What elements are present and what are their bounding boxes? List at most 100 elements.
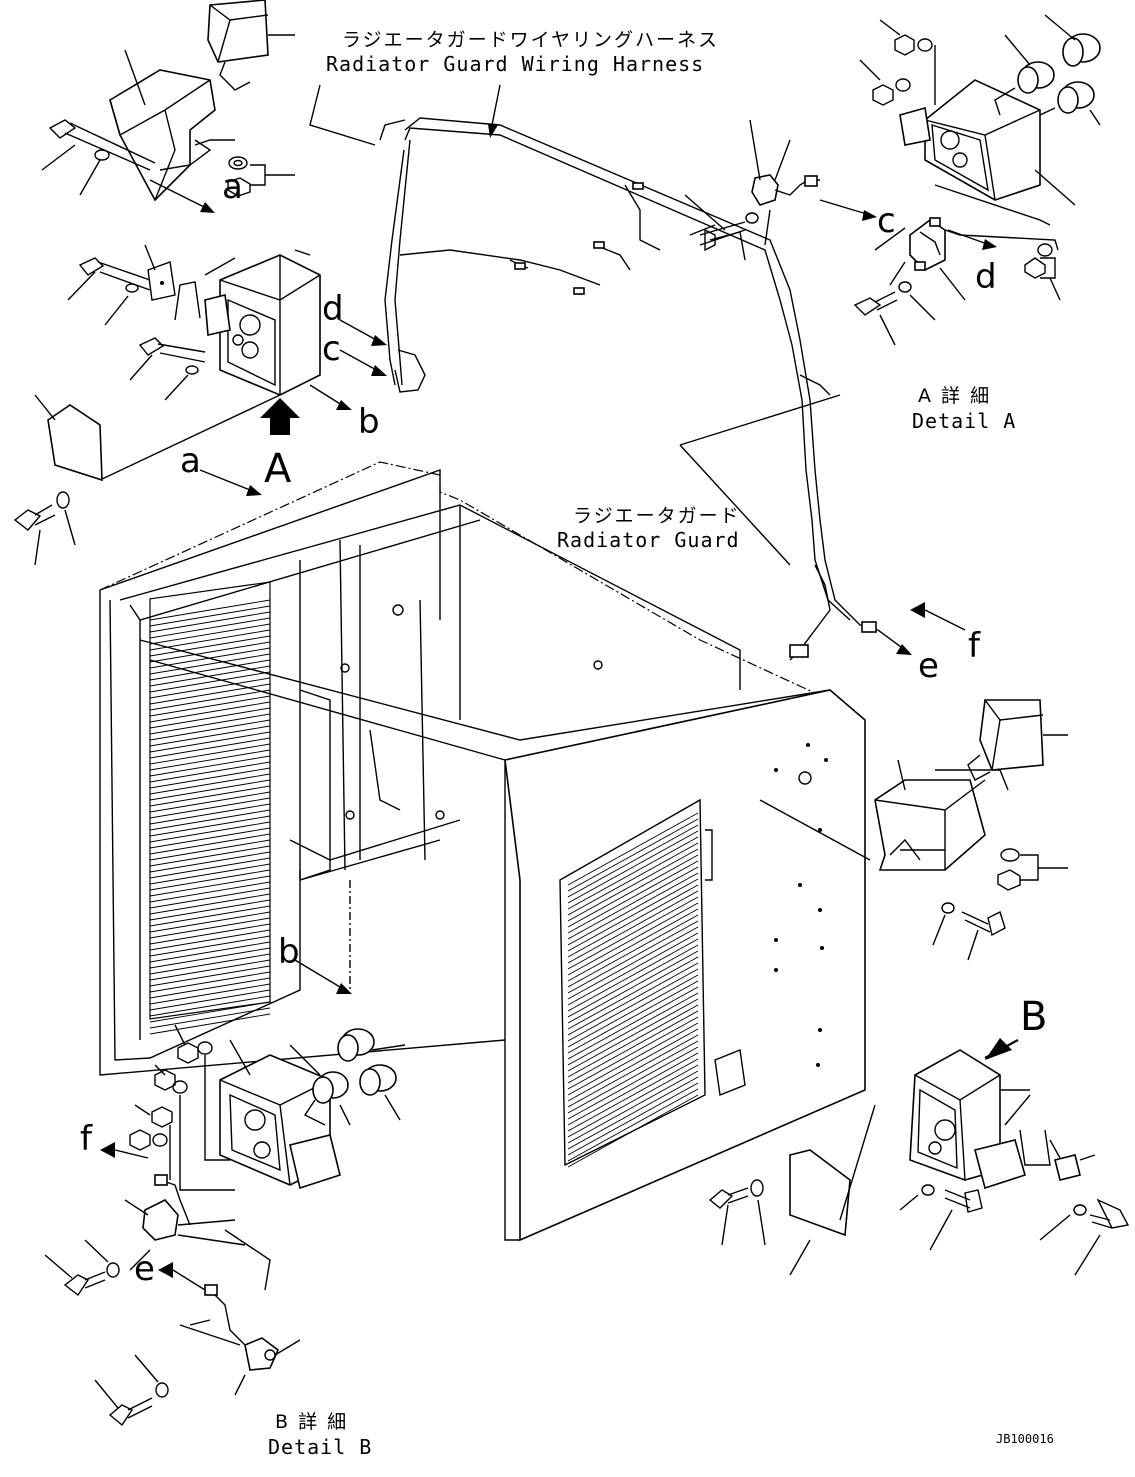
grille-slat <box>567 878 699 952</box>
grille-slat <box>567 962 699 1036</box>
ref-e-right: e <box>918 646 939 686</box>
reference-arrows <box>100 84 997 1291</box>
grille-slat <box>567 1004 699 1078</box>
grille-slat <box>149 1013 271 1035</box>
ref-c-harness: c <box>322 329 341 369</box>
grille-slat <box>149 737 271 759</box>
grille-slat <box>149 713 271 735</box>
guard-label-jp: ラジエータガード <box>573 505 741 527</box>
harness-label-en: Radiator Guard Wiring Harness <box>326 52 704 76</box>
grille-slat <box>567 860 699 934</box>
grille-slat <box>567 950 699 1024</box>
grille-slat <box>149 623 271 645</box>
grille-slat <box>567 926 699 1000</box>
grille-slat <box>149 947 271 969</box>
grille-slat <box>149 701 271 723</box>
right-grille-slats <box>567 812 699 1168</box>
grille-slat <box>567 830 699 904</box>
drawing-code: JB100016 <box>996 1432 1054 1446</box>
ref-d-harness: d <box>322 289 344 329</box>
grille-slat <box>149 827 271 849</box>
grille-slat <box>149 671 271 693</box>
grille-slat <box>567 932 699 1006</box>
grille-slat <box>567 1088 699 1162</box>
guard-label-en: Radiator Guard <box>557 528 740 552</box>
grille-slat <box>149 779 271 801</box>
grille-slat <box>567 902 699 976</box>
ref-f-detail-b: f <box>80 1119 93 1159</box>
detail-a-label-jp: A 詳 細 <box>918 385 991 407</box>
grille-slat <box>149 755 271 777</box>
grille-slat <box>149 689 271 711</box>
grille-slat <box>567 884 699 958</box>
grille-slat <box>567 1040 699 1114</box>
grille-slat <box>149 941 271 963</box>
grille-slat <box>149 1001 271 1023</box>
grille-slat <box>149 665 271 687</box>
grille-slat <box>149 851 271 873</box>
ref-a-frame: a <box>180 441 201 481</box>
grille-slat <box>567 992 699 1066</box>
grille-slat <box>149 911 271 933</box>
grille-slat <box>149 719 271 741</box>
grille-slat <box>149 833 271 855</box>
grille-slat <box>149 785 271 807</box>
grille-slat <box>149 869 271 891</box>
top-left-lamp-assembly <box>41 0 295 202</box>
grille-slat <box>149 605 271 627</box>
grille-slat <box>149 767 271 789</box>
grille-slat <box>149 797 271 819</box>
panel-holes <box>774 743 828 1067</box>
grille-slat <box>149 971 271 993</box>
detail-a-lamp-box <box>13 244 321 566</box>
detail-b-view <box>44 1024 406 1427</box>
grille-slat <box>149 935 271 957</box>
grille-slat <box>149 845 271 867</box>
detail-b-label-jp: B 詳 細 <box>275 1411 348 1433</box>
ref-a-top: a <box>222 167 243 207</box>
grille-slat <box>149 743 271 765</box>
grille-slat <box>149 611 271 633</box>
grille-slat <box>149 875 271 897</box>
grille-slat <box>149 647 271 669</box>
grille-slat <box>567 866 699 940</box>
grille-slat <box>149 899 271 921</box>
grille-slat <box>567 890 699 964</box>
detail-a-view <box>684 14 1101 346</box>
grille-slat <box>149 815 271 837</box>
grille-slat <box>567 1058 699 1132</box>
grille-slat <box>567 956 699 1030</box>
grille-slat <box>567 914 699 988</box>
grille-slat <box>567 920 699 994</box>
grille-slat <box>567 1076 699 1150</box>
grille-slat <box>149 809 271 831</box>
ref-b-frame: b <box>278 932 300 972</box>
grille-slat <box>149 629 271 651</box>
grille-slat <box>149 857 271 879</box>
grille-slat <box>567 968 699 1042</box>
grille-slat <box>149 923 271 945</box>
detail-a-label-en: Detail A <box>912 409 1016 433</box>
grille-slat <box>149 905 271 927</box>
grille-slat <box>149 863 271 885</box>
grille-slat <box>149 839 271 861</box>
grille-slat <box>149 929 271 951</box>
grille-slat <box>567 854 699 928</box>
grille-slat <box>567 1064 699 1138</box>
grille-slat <box>149 995 271 1017</box>
grille-slat <box>567 812 699 886</box>
grille-slat <box>149 683 271 705</box>
grille-slat <box>149 887 271 909</box>
grille-slat <box>567 1016 699 1090</box>
grille-slat <box>149 791 271 813</box>
grille-slat <box>149 731 271 753</box>
ref-d-detail-a: d <box>975 257 997 297</box>
grille-slat <box>149 821 271 843</box>
detail-b-lamp-box <box>708 1038 1130 1276</box>
grille-slat <box>149 761 271 783</box>
view-label-b: B <box>1020 994 1047 1040</box>
grille-slat <box>149 803 271 825</box>
grille-slat <box>149 1007 271 1029</box>
grille-slat <box>149 965 271 987</box>
right-lamp-assembly <box>759 699 1068 961</box>
